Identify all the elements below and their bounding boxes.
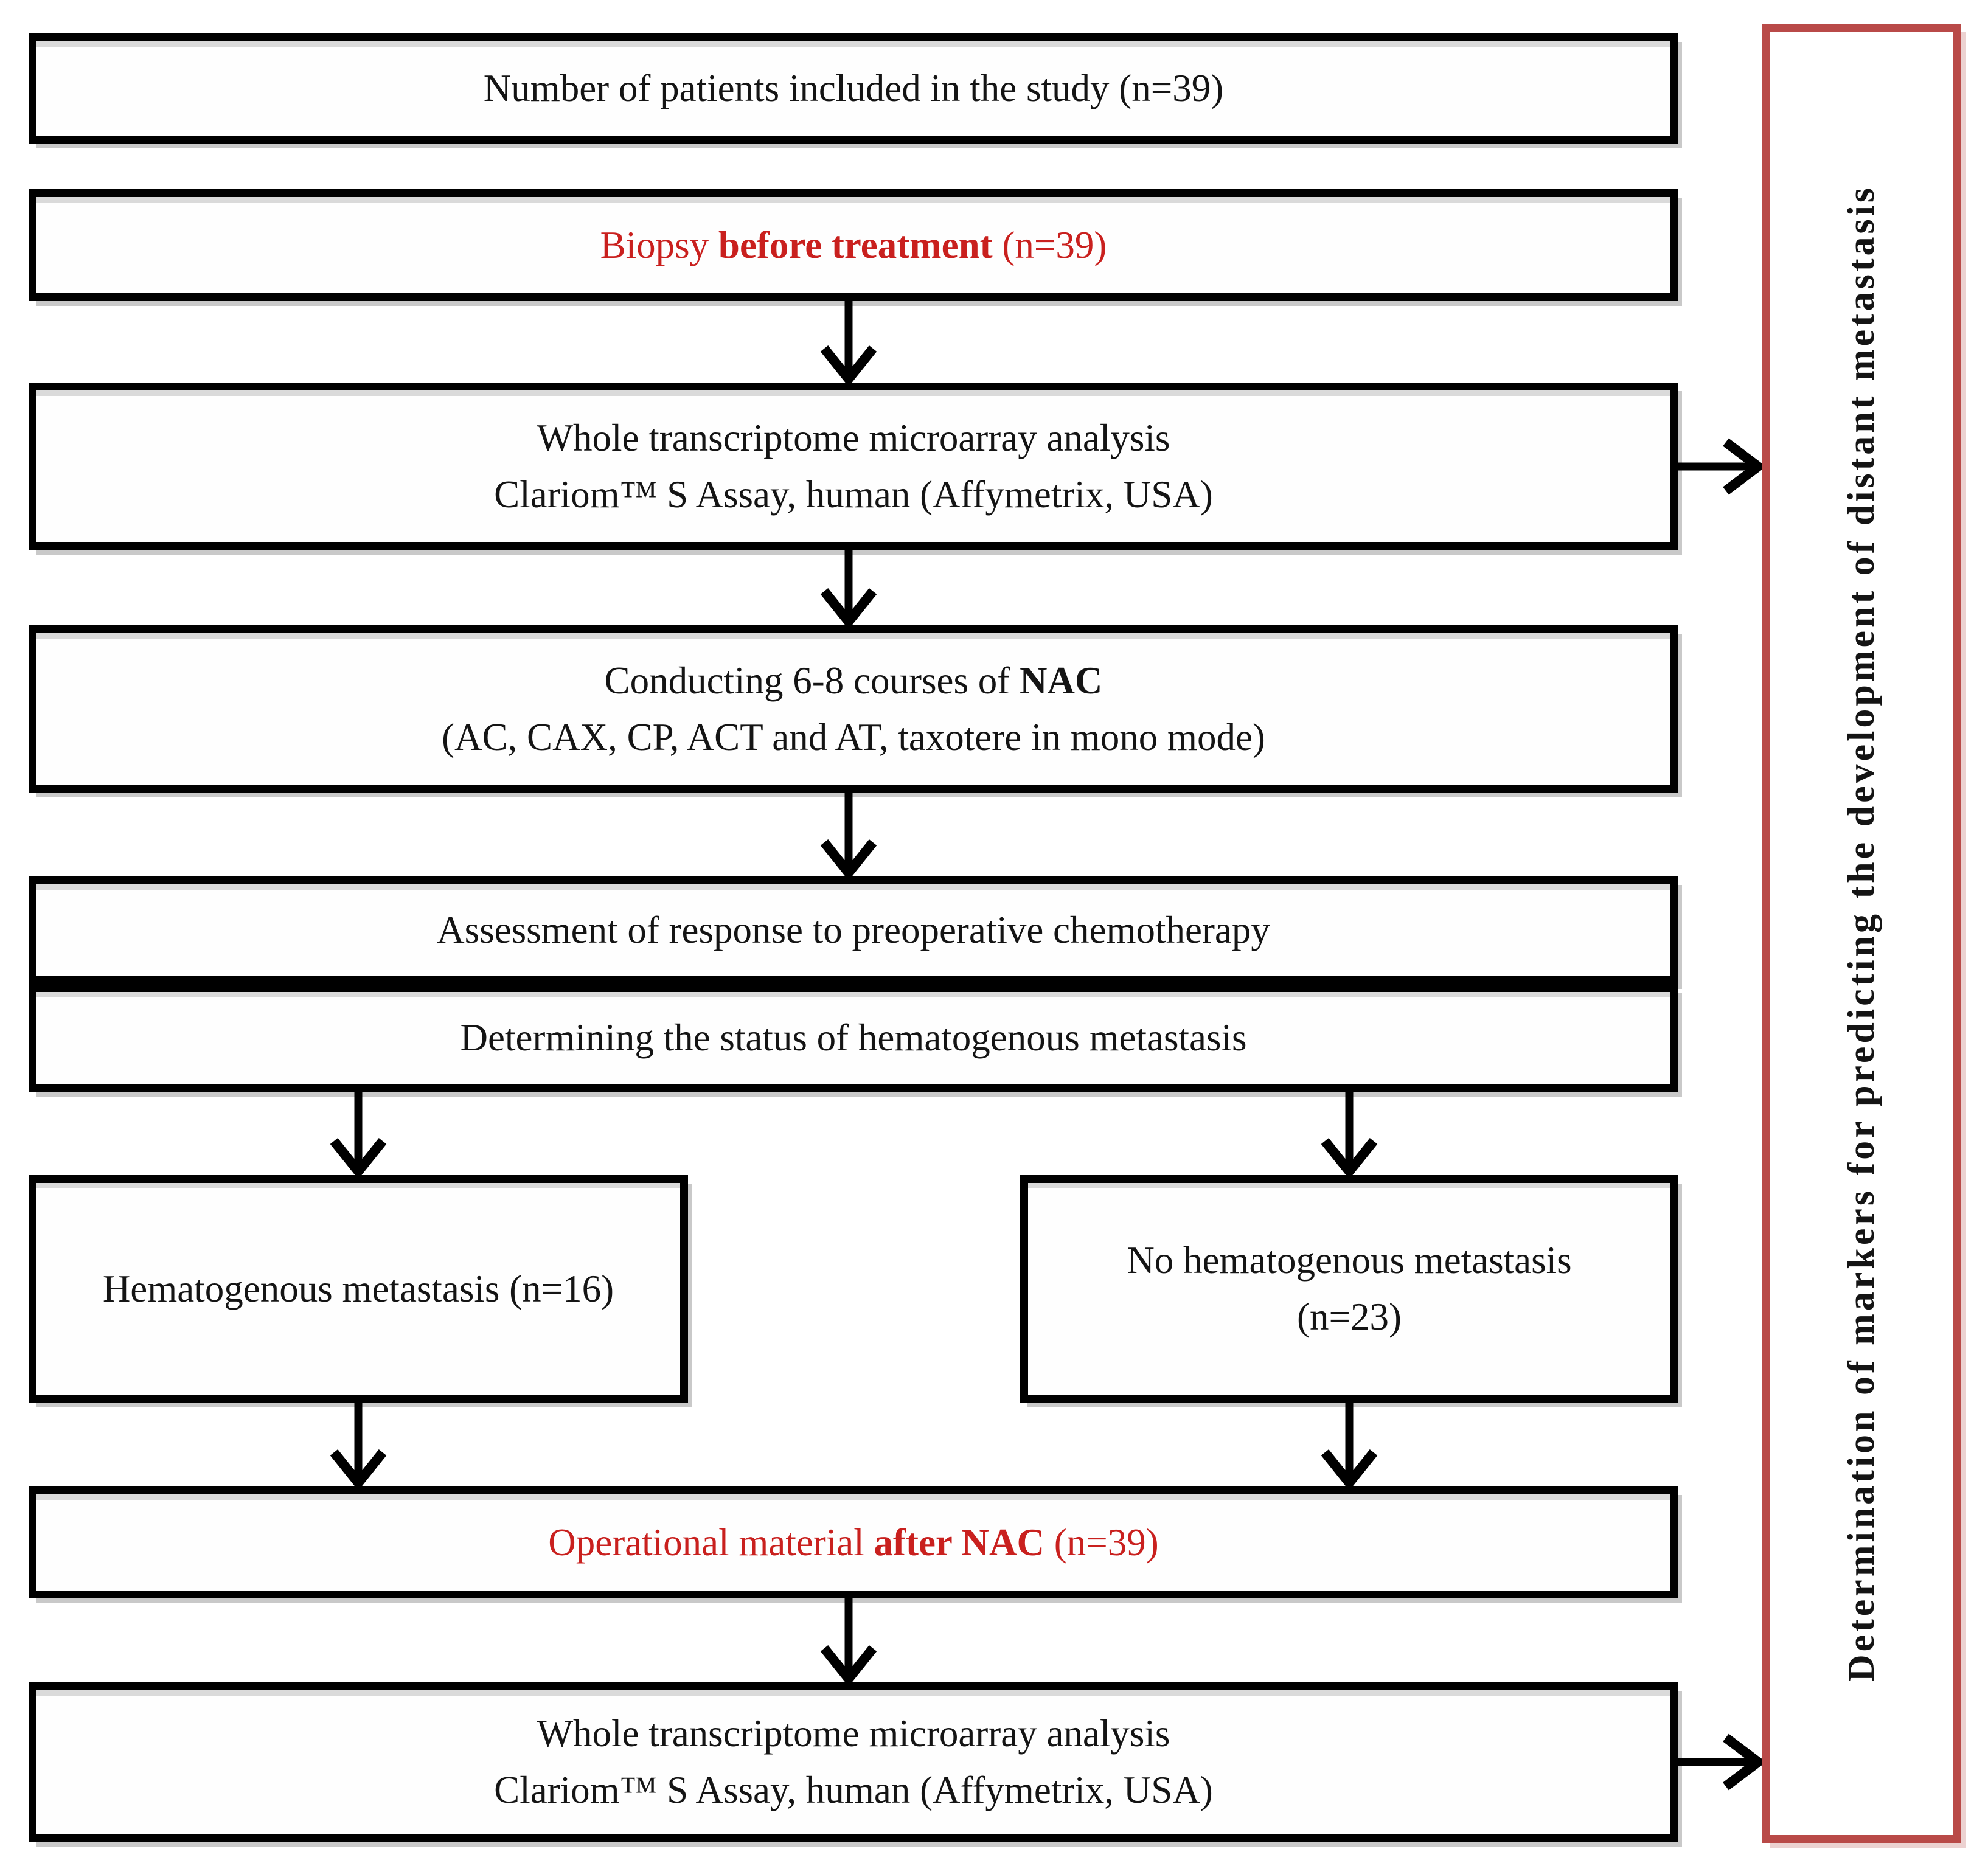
arrow-metastasis-left-to-operational-icon — [330, 1403, 387, 1486]
box-nac-line2: (AC, CAX, CP, ACT and AT, taxotere in mo… — [442, 715, 1265, 758]
box-nac-line1-bold: NAC — [1019, 659, 1103, 702]
box-hematogenous-metastasis: Hematogenous metastasis (n=16) — [29, 1175, 688, 1403]
arrow-metastasis-right-to-operational-icon — [1321, 1403, 1378, 1486]
box-microarray-post-treatment: Whole transcriptome microarray analysis … — [29, 1682, 1678, 1842]
box-hematogenous-status: Determining the status of hematogenous m… — [29, 984, 1678, 1092]
box-nac-line1: Conducting 6-8 courses of NAC — [605, 653, 1103, 709]
box-biopsy-label-pre: Biopsy — [600, 223, 718, 266]
box-biopsy-label-post: (n=39) — [992, 223, 1107, 266]
arrow-microarray-pre-to-sidebar-icon — [1678, 438, 1762, 495]
box-nac-line1-pre: Conducting 6-8 courses of — [604, 659, 1020, 702]
box-biopsy-before-treatment: Biopsy before treatment (n=39) — [29, 189, 1678, 301]
box-operational-material: Operational material after NAC (n=39) — [29, 1486, 1678, 1598]
box-operational-label-pre: Operational material — [548, 1521, 874, 1564]
box-operational-label-post: (n=39) — [1044, 1521, 1159, 1564]
box-hematogenous-status-label: Determining the status of hematogenous m… — [460, 1016, 1247, 1059]
box-microarray-post-line2: Clariom™ S Assay, human (Affymetrix, USA… — [494, 1769, 1213, 1811]
box-biopsy-label-bold: before treatment — [718, 223, 993, 266]
arrow-microarray-to-nac-icon — [820, 547, 877, 625]
box-hematogenous-metastasis-label: Hematogenous metastasis (n=16) — [102, 1267, 614, 1310]
box-operational-label: Operational material after NAC (n=39) — [548, 1514, 1159, 1571]
box-no-hematogenous-metastasis-line1: No hematogenous metastasis — [1127, 1239, 1572, 1282]
box-microarray-pre-line2: Clariom™ S Assay, human (Affymetrix, USA… — [494, 473, 1213, 516]
box-microarray-pre-treatment: Whole transcriptome microarray analysis … — [29, 383, 1678, 550]
box-operational-label-bold: after NAC — [874, 1521, 1045, 1564]
box-assessment-label: Assessment of response to preoperative c… — [437, 909, 1270, 951]
box-biopsy-label: Biopsy before treatment (n=39) — [600, 217, 1107, 274]
arrow-status-to-no-metastasis-right-icon — [1321, 1092, 1378, 1175]
box-no-hematogenous-metastasis: No hematogenous metastasis (n=23) — [1020, 1175, 1678, 1403]
box-assessment-response: Assessment of response to preoperative c… — [29, 876, 1678, 984]
arrow-nac-to-assessment-icon — [820, 793, 877, 876]
box-number-of-patients: Number of patients included in the study… — [29, 33, 1678, 144]
sidebar-determination-of-markers: Determination of markers for predicting … — [1762, 24, 1961, 1843]
box-microarray-post-line1: Whole transcriptome microarray analysis — [537, 1712, 1170, 1755]
arrow-operational-to-microarray-icon — [820, 1598, 877, 1682]
box-microarray-pre-line1: Whole transcriptome microarray analysis — [537, 416, 1170, 459]
arrow-microarray-post-to-sidebar-icon — [1678, 1733, 1762, 1791]
box-nac-courses: Conducting 6-8 courses of NAC (AC, CAX, … — [29, 625, 1678, 793]
sidebar-determination-label: Determination of markers for predicting … — [1840, 184, 1882, 1682]
arrow-biopsy-to-microarray-icon — [820, 301, 877, 383]
box-number-of-patients-label: Number of patients included in the study… — [483, 67, 1224, 109]
box-no-hematogenous-metastasis-line2: (n=23) — [1297, 1296, 1402, 1338]
arrow-status-to-metastasis-left-icon — [330, 1092, 387, 1175]
